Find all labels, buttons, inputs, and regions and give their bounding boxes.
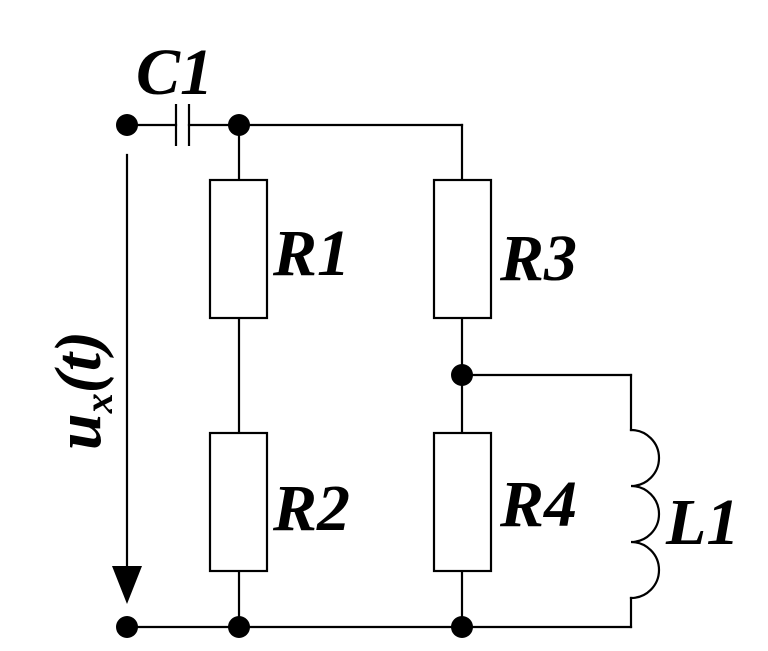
voltage-arrow-head [112, 566, 142, 604]
wires [125, 123, 633, 629]
label-c1: C1 [136, 36, 213, 109]
node-r3-r4 [451, 364, 473, 386]
label-r4: R4 [499, 468, 577, 541]
node-bottom-left-branch [228, 616, 250, 638]
label-r2: R2 [272, 472, 350, 545]
label-r1: R1 [272, 217, 350, 290]
node-bottom-right-branch [451, 616, 473, 638]
resistor-r4 [432, 431, 493, 573]
capacitor-c1 [174, 104, 191, 146]
node-top [228, 114, 250, 136]
inductor-l1 [629, 428, 661, 600]
terminal-bottom-left [116, 616, 138, 638]
voltage-main: u [42, 413, 115, 450]
resistor-r1 [208, 178, 269, 320]
label-r3: R3 [499, 222, 577, 295]
resistor-r2 [208, 431, 269, 573]
label-voltage-text: ux(t) [42, 331, 121, 450]
voltage-arrow [112, 153, 142, 604]
label-voltage: ux(t) [42, 331, 121, 450]
nodes [116, 114, 473, 638]
resistor-r3 [432, 178, 493, 320]
voltage-subscript: x [76, 393, 121, 414]
label-l1: L1 [665, 486, 739, 559]
terminal-top-left [116, 114, 138, 136]
voltage-argument: (t) [42, 331, 115, 393]
